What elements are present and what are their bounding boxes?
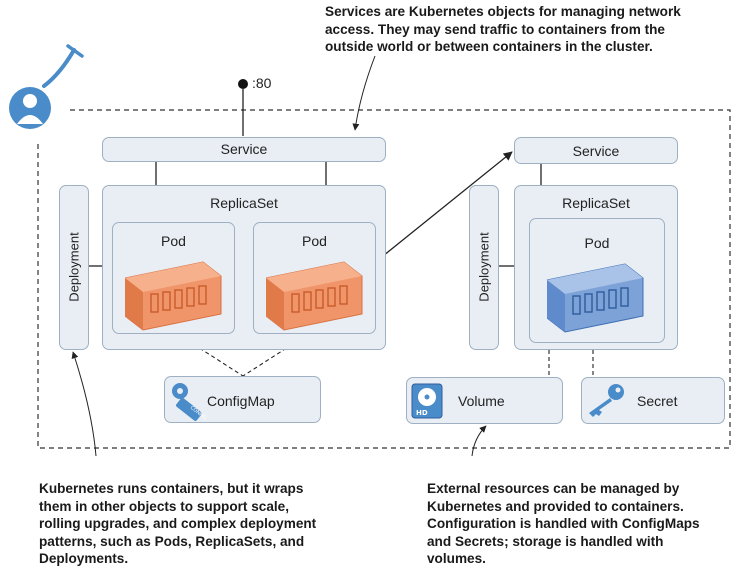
deployment-label-right: Deployment (476, 232, 492, 302)
service-box-right (514, 137, 678, 164)
external-resources-callout: External resources can be managed by Kub… (427, 481, 700, 566)
port-label: :80 (252, 75, 272, 91)
container-icon (266, 261, 363, 331)
container-icon (125, 261, 222, 331)
configmap-label: ConfigMap (207, 393, 275, 409)
configmap-icon: CONFIG (172, 383, 208, 421)
kubernetes-callout: Kubernetes runs containers, but it wraps… (39, 481, 317, 566)
services-callout: Services are Kubernetes objects for mana… (325, 4, 681, 54)
deployment-label-left: Deployment (66, 232, 82, 302)
svg-text:HD: HD (416, 409, 428, 417)
user-icon (9, 44, 84, 129)
deployment-box-left (59, 185, 89, 350)
service-label-left: Service (220, 141, 268, 157)
pod-label-right: Pod (584, 235, 610, 251)
hard-drive-icon: HD (411, 383, 443, 419)
secret-label: Secret (637, 393, 678, 409)
cluster-boundary (37, 109, 731, 449)
secret-box (581, 377, 725, 424)
service-label-right: Service (572, 143, 620, 159)
volume-label: Volume (458, 393, 505, 409)
deployment-box-right (469, 185, 499, 350)
pod-label-left-1: Pod (161, 233, 186, 249)
replicaset-label-right: ReplicaSet (562, 195, 630, 211)
pod-label-left-2: Pod (302, 233, 327, 249)
port-dot (238, 79, 248, 89)
container-icon (547, 263, 644, 333)
replicaset-label-left: ReplicaSet (210, 195, 278, 211)
service-box-left (102, 137, 386, 162)
key-icon (589, 384, 624, 417)
